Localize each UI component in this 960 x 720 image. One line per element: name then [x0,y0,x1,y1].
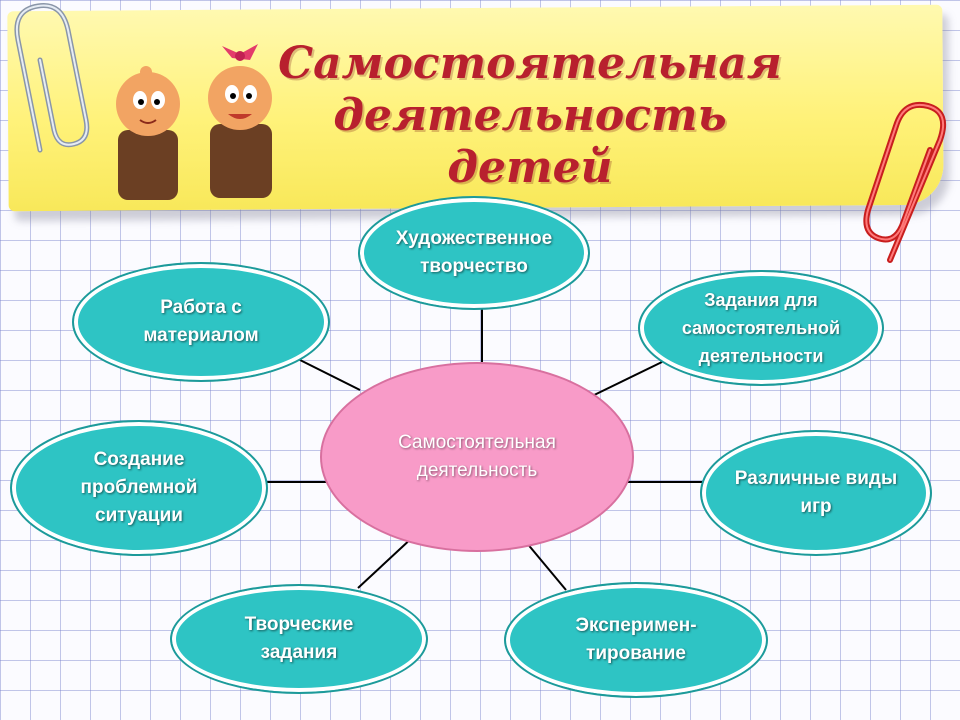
node-independent-tasks: Задания для самостоятельной деятельности [638,270,884,386]
connector-material [299,359,361,391]
page-title: Самостоятельная деятельность детей [278,38,782,193]
node-artistic-creativity: Художественное творчество [358,196,590,310]
node-game-types: Различные виды игр [700,430,932,556]
node-experimentation: Эксперимен- тирование [504,582,768,698]
node-work-with-material: Работа с материалом [72,262,330,382]
cartoon-kids-image [116,44,272,200]
connector-experiment [525,541,567,591]
paperclip-icon [14,3,90,153]
node-creative-tasks: Творческие задания [170,584,428,694]
connector-tasks [587,361,663,399]
paperclip-icon [863,102,946,263]
center-node: Самостоятельная деятельность [320,362,634,552]
connector-creative [357,535,415,589]
node-problem-situation: Создание проблемной ситуации [10,420,268,556]
